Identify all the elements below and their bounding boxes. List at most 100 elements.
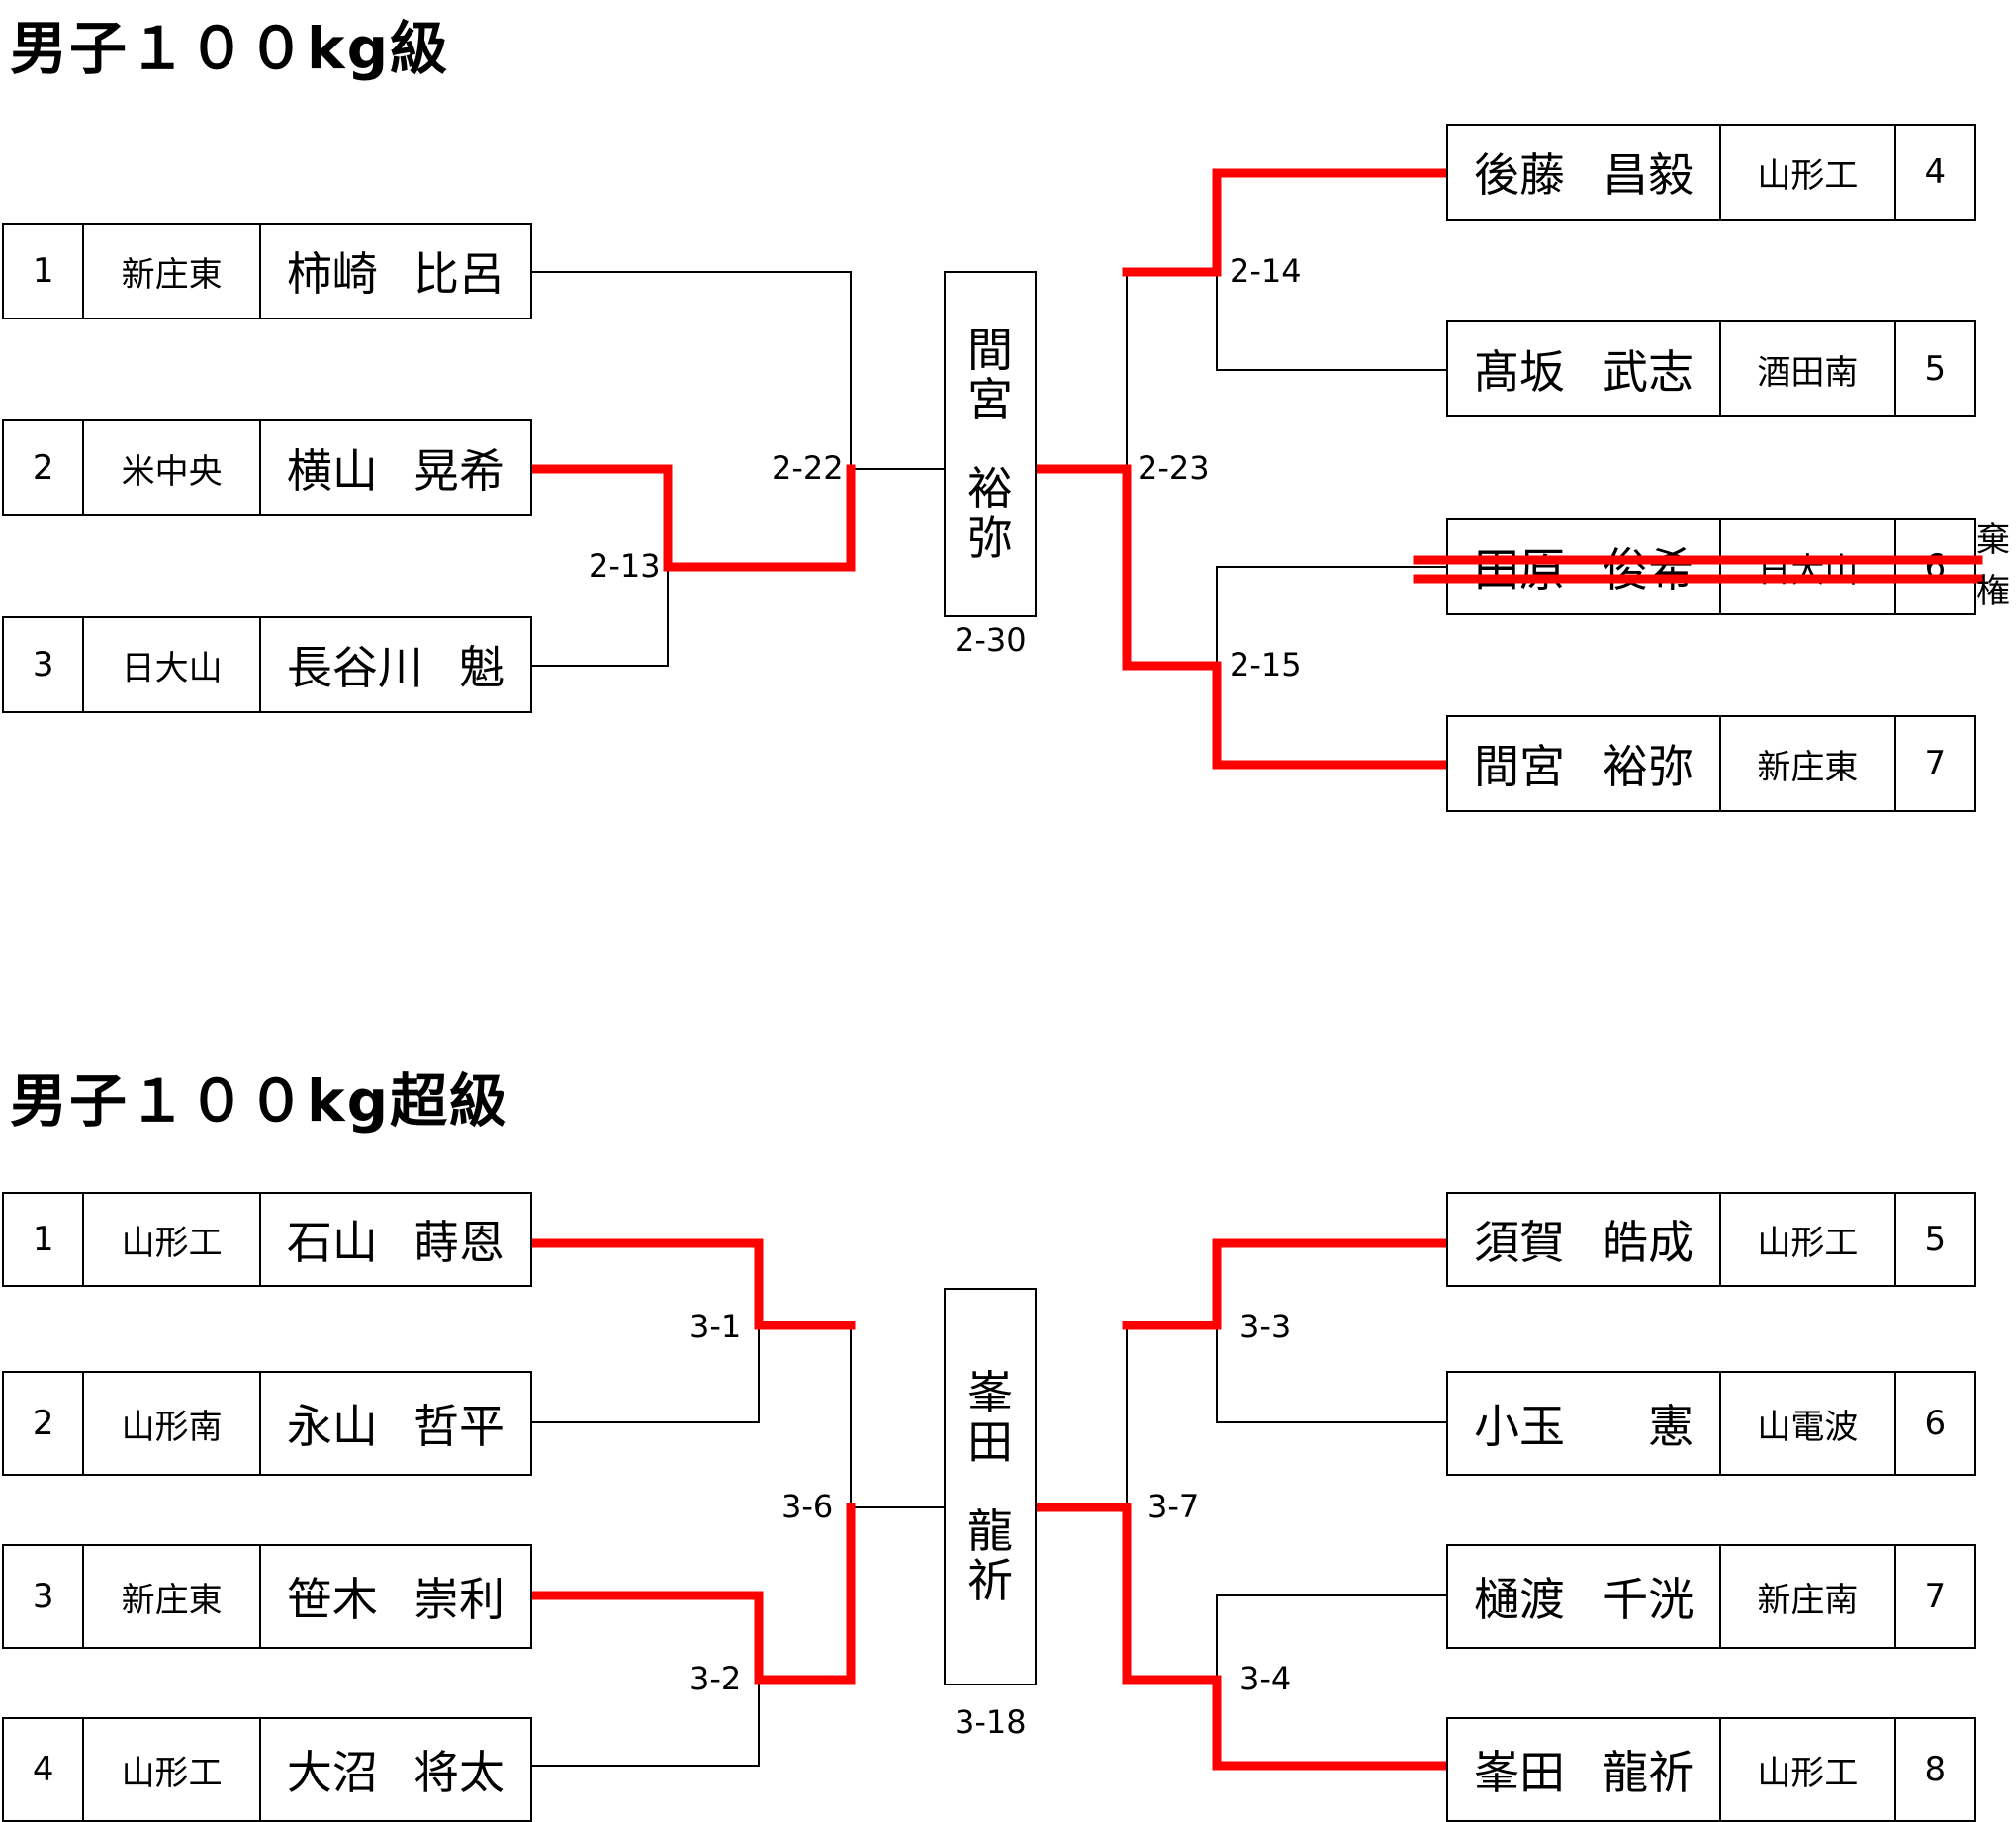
b2-left-row-1: 1 山形工 石山蒔恩 <box>2 1192 532 1287</box>
seed-number: 2 <box>4 421 85 514</box>
b2-champion-box: 峯 田 龍 祈 <box>944 1288 1037 1685</box>
school-name: 日大山 <box>84 618 261 711</box>
athlete-name: 柿崎比呂 <box>261 225 530 318</box>
seed-number: 1 <box>4 225 85 318</box>
winner-line-b1-center <box>1032 464 1451 770</box>
champion-char: 弥 <box>967 511 1013 565</box>
seed-number: 1 <box>4 1194 85 1285</box>
b1-right-row-7: 間宮裕弥 新庄東 7 <box>1446 715 1976 812</box>
given-name: 千洸 <box>1603 1573 1695 1626</box>
b2-right-row-5: 須賀皓成 山形工 5 <box>1446 1192 1976 1287</box>
b2-right-row-7: 樋渡千洸 新庄南 7 <box>1446 1544 1976 1649</box>
b1-champion-box: 間 宮 裕 弥 <box>944 271 1037 617</box>
athlete-name: 峯田龍祈 <box>1448 1719 1722 1820</box>
family-name: 大沼 <box>286 1746 378 1799</box>
family-name: 須賀 <box>1474 1216 1565 1269</box>
school-name: 新庄東 <box>1721 717 1896 810</box>
family-name: 笹木 <box>286 1573 378 1626</box>
seed-number: 4 <box>1924 152 1947 192</box>
family-name: 長谷川 <box>286 641 423 694</box>
b1-right-row-5: 髙坂武志 酒田南 5 <box>1446 320 1976 417</box>
given-name: 魁 <box>459 641 504 694</box>
b2-left-row-4: 4 山形工 大沼将太 <box>2 1717 532 1822</box>
winner-line-b2-center <box>1032 1503 1451 1771</box>
winner-line-b2-seed3 <box>525 1503 856 1685</box>
line-b2-seed6 <box>1216 1325 1446 1423</box>
school-name: 米中央 <box>84 421 261 514</box>
seed-number: 4 <box>4 1719 85 1820</box>
match-label: 2-23 <box>1138 449 1210 487</box>
seed-number: 2 <box>4 1373 85 1474</box>
b2-left-row-3: 3 新庄東 笹木崇利 <box>2 1544 532 1649</box>
given-name: 俊希 <box>1603 543 1695 596</box>
champion-char: 裕 <box>967 462 1013 515</box>
family-name: 髙坂 <box>1474 345 1565 399</box>
given-name: 将太 <box>413 1746 504 1799</box>
b1-left-row-2: 2 米中央 横山晃希 <box>2 419 532 516</box>
athlete-name: 笹木崇利 <box>261 1546 530 1647</box>
champion-char: 田 <box>967 1415 1013 1469</box>
seed-number: 8 <box>1924 1750 1947 1789</box>
given-name: 崇利 <box>413 1573 504 1626</box>
forfeit-char: 権 <box>1976 572 2010 611</box>
match-label: 2-14 <box>1230 252 1302 290</box>
given-name: 武志 <box>1603 345 1695 399</box>
family-name: 柿崎 <box>286 247 378 301</box>
school-name: 新庄南 <box>1721 1546 1896 1647</box>
given-name: 蒔恩 <box>413 1216 504 1269</box>
school-name: 山形南 <box>84 1373 261 1474</box>
given-name: 龍祈 <box>1603 1746 1695 1799</box>
family-name: 峯田 <box>1474 1746 1565 1799</box>
athlete-name: 長谷川魁 <box>261 618 530 711</box>
athlete-name: 小玉 憲 <box>1448 1373 1722 1474</box>
athlete-name: 髙坂武志 <box>1448 322 1722 415</box>
champion-char: 宮 <box>967 373 1013 426</box>
seed-number: 5 <box>1924 349 1947 389</box>
school-name: 山形工 <box>84 1194 261 1285</box>
family-name: 間宮 <box>1474 740 1565 793</box>
winner-line-b2-right-upper <box>1122 1238 1451 1330</box>
school-name: 山電波 <box>1721 1373 1896 1474</box>
school-name: 山形工 <box>84 1719 261 1820</box>
match-label: 2-30 <box>955 621 1027 659</box>
champion-char: 祈 <box>967 1554 1013 1607</box>
winner-line-b2-seed1 <box>525 1238 856 1330</box>
given-name: 哲平 <box>413 1400 504 1453</box>
family-name: 小玉 <box>1474 1400 1565 1453</box>
match-label: 2-22 <box>772 449 844 487</box>
match-label: 3-6 <box>781 1488 834 1525</box>
given-name: 憲 <box>1648 1400 1695 1453</box>
athlete-name: 後藤昌毅 <box>1448 126 1722 219</box>
b1-left-row-1: 1 新庄東 柿崎比呂 <box>2 223 532 319</box>
b1-left-row-3: 3 日大山 長谷川魁 <box>2 616 532 713</box>
match-label: 3-3 <box>1239 1308 1292 1345</box>
school-name: 新庄東 <box>84 1546 261 1647</box>
family-name: 横山 <box>286 444 378 498</box>
seed-number: 7 <box>1924 744 1947 783</box>
given-name: 昌毅 <box>1603 148 1695 202</box>
bracket-title-100kg: 男子１００kg級 <box>10 15 450 82</box>
given-name: 皓成 <box>1603 1216 1695 1269</box>
b2-left-row-2: 2 山形南 永山哲平 <box>2 1371 532 1476</box>
school-name: 酒田南 <box>1721 322 1896 415</box>
match-label: 3-1 <box>689 1308 742 1345</box>
match-label: 3-7 <box>1147 1488 1200 1525</box>
athlete-name: 石山蒔恩 <box>261 1194 530 1285</box>
seed-number: 3 <box>4 1546 85 1647</box>
line-b2-seed4 <box>530 1680 760 1767</box>
line-b1-seed3 <box>530 567 669 667</box>
given-name: 比呂 <box>413 247 504 301</box>
family-name: 田原 <box>1474 543 1565 596</box>
line-b1-seed1 <box>530 271 852 469</box>
forfeit-note: 棄 権 <box>1976 514 2016 617</box>
family-name: 永山 <box>286 1400 378 1453</box>
champion-char: 峯 <box>967 1366 1013 1419</box>
match-label: 2-15 <box>1230 646 1302 683</box>
school-name: 山形工 <box>1721 126 1896 219</box>
winner-line-b1-left <box>525 464 856 572</box>
champion-char: 間 <box>967 323 1013 377</box>
match-label: 3-18 <box>955 1703 1027 1741</box>
line-b2-seed2 <box>530 1325 760 1423</box>
athlete-name: 間宮裕弥 <box>1448 717 1722 810</box>
